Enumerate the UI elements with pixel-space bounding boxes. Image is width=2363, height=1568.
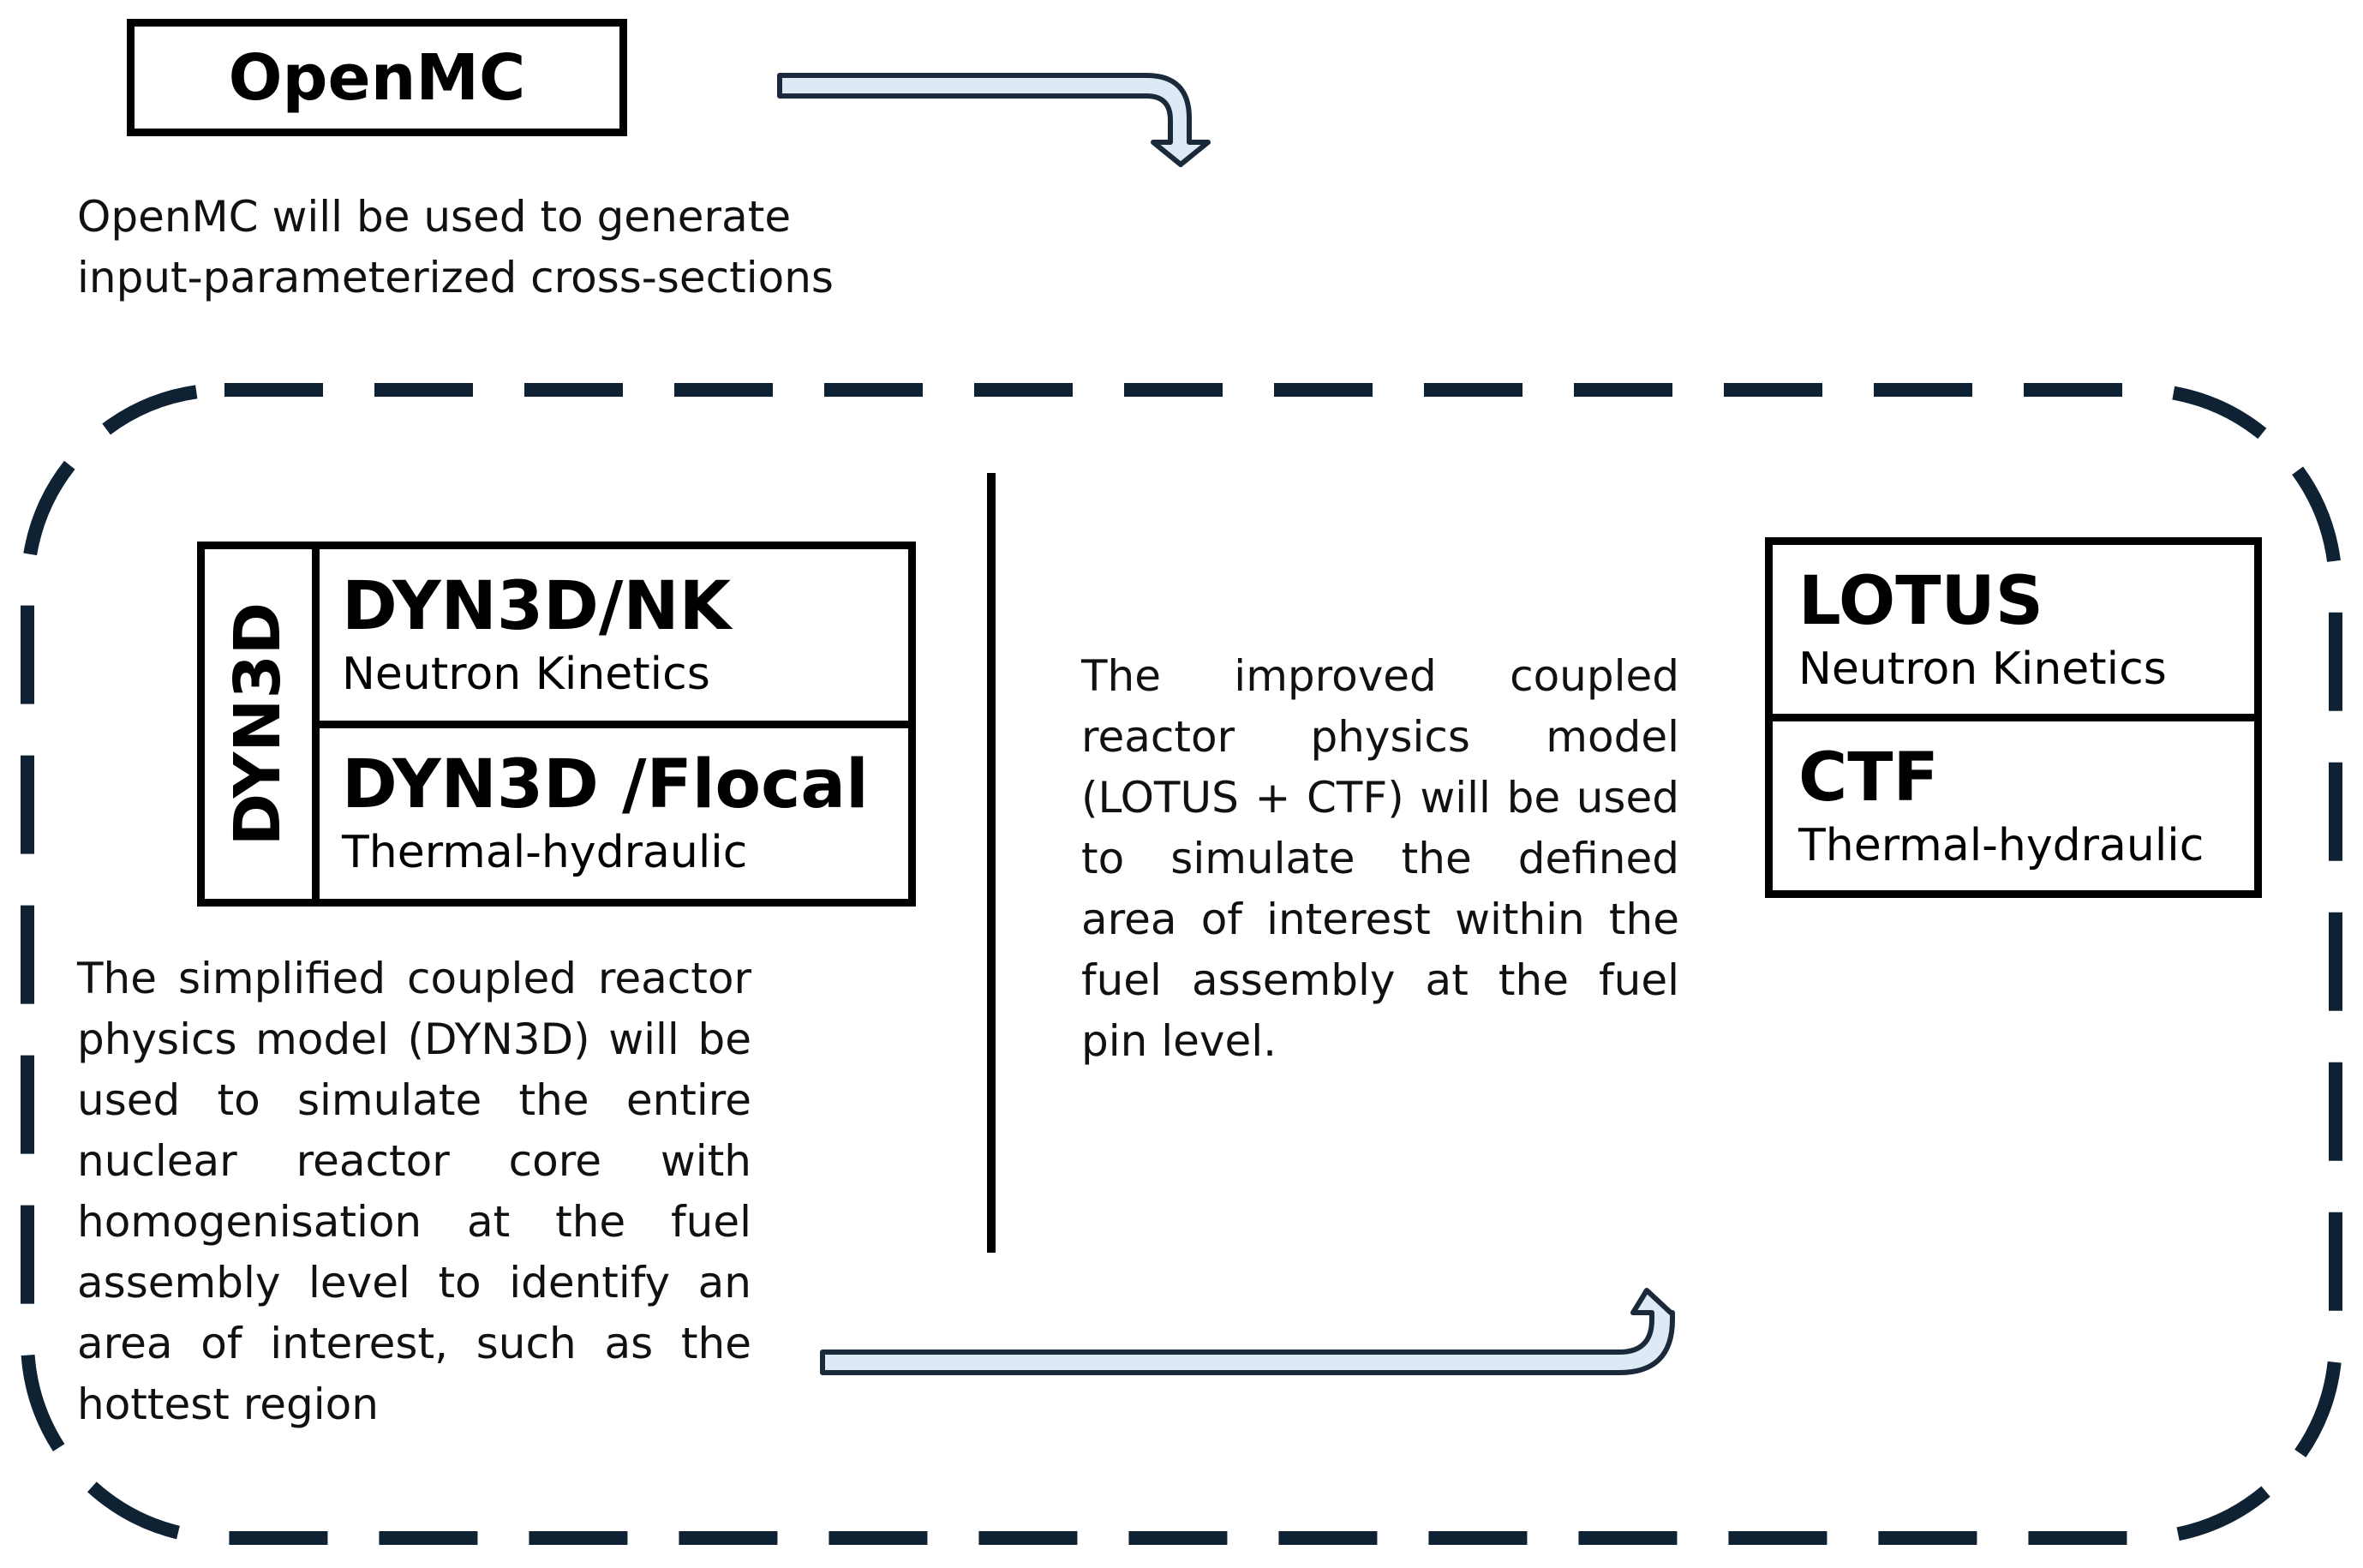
ctf-subtitle: Thermal-hydraulic — [1798, 819, 2204, 871]
dyn3d-description: The simplified coupled reactor physics m… — [77, 954, 751, 1429]
ctf-cell: CTF Thermal-hydraulic — [1773, 714, 2254, 890]
openmc-description: OpenMC will be used to generate input-pa… — [77, 187, 934, 308]
openmc-box: OpenMC — [127, 19, 627, 136]
openmc-title: OpenMC — [228, 40, 526, 115]
dyn3d-flocal-title: DYN3D /Flocal — [342, 746, 869, 824]
lotus-ctf-description: The improved coupled reactor physics mod… — [1081, 651, 1679, 1066]
vertical-divider — [987, 473, 996, 1253]
dyn3d-group-box: DYN3D DYN3D/NK Neutron Kinetics DYN3D /F… — [197, 542, 916, 907]
lotus-subtitle: Neutron Kinetics — [1798, 643, 2167, 695]
dyn3d-nk-title: DYN3D/NK — [342, 567, 732, 645]
dyn3d-nk-cell: DYN3D/NK Neutron Kinetics — [320, 549, 908, 721]
arrow-openmc-to-core — [777, 73, 1211, 167]
dyn3d-flocal-cell: DYN3D /Flocal Thermal-hydraulic — [320, 720, 908, 900]
lotus-cell: LOTUS Neutron Kinetics — [1773, 545, 2254, 714]
dyn3d-nk-subtitle: Neutron Kinetics — [342, 648, 710, 700]
lotus-title: LOTUS — [1798, 562, 2043, 640]
arrow-dyn3d-to-lotus — [820, 1288, 1675, 1375]
dyn3d-flocal-subtitle: Thermal-hydraulic — [342, 827, 748, 879]
dyn3d-cells: DYN3D/NK Neutron Kinetics DYN3D /Flocal … — [320, 549, 908, 899]
dyn3d-vertical-label: DYN3D — [221, 601, 296, 847]
dashed-frame — [21, 383, 2342, 1545]
lotus-ctf-group-box: LOTUS Neutron Kinetics CTF Thermal-hydra… — [1765, 537, 2262, 898]
ctf-title: CTF — [1798, 739, 1939, 817]
dyn3d-vertical-cell: DYN3D — [205, 549, 320, 899]
openmc-description-line: OpenMC will be used to generate — [77, 192, 792, 242]
openmc-description-line: input-parameterized cross-sections — [77, 253, 834, 302]
